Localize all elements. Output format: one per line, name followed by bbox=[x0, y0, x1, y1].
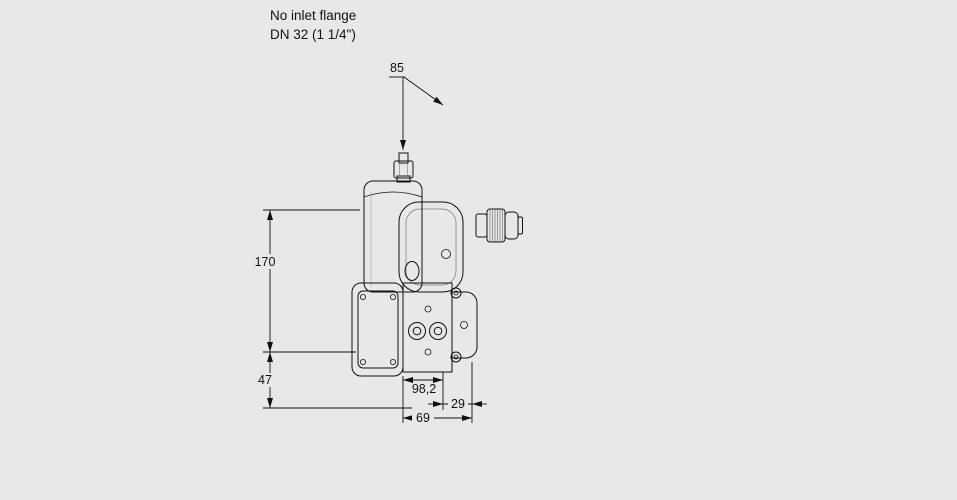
pipe-coupling bbox=[475, 208, 523, 243]
valve-body bbox=[402, 282, 453, 373]
note: No inlet flange DN 32 (1 1/4") bbox=[270, 8, 356, 42]
dimension-label-29: 29 bbox=[451, 397, 465, 411]
dimension-label-85: 85 bbox=[390, 61, 404, 75]
note-line1: No inlet flange bbox=[270, 8, 356, 23]
valve-assembly bbox=[351, 152, 523, 377]
note-line2: DN 32 (1 1/4") bbox=[270, 27, 356, 42]
outlet-flange bbox=[450, 287, 478, 363]
dim-98-2: 98,2 bbox=[403, 377, 443, 396]
solenoid-housing bbox=[398, 201, 464, 293]
dimension-label-170: 170 bbox=[255, 255, 276, 269]
actuator-cylinder bbox=[363, 180, 423, 293]
dimension-label-47: 47 bbox=[258, 373, 272, 387]
dim-69: 69 bbox=[403, 411, 472, 425]
dim-85: 85 bbox=[389, 61, 444, 150]
dim-47: 47 bbox=[252, 352, 412, 409]
dimension-label-98-2: 98,2 bbox=[412, 382, 436, 396]
dim-29: 29 bbox=[428, 397, 487, 411]
dim-170: 170 bbox=[250, 209, 360, 353]
manual-knob bbox=[393, 152, 414, 183]
inlet-flange-mesh bbox=[351, 282, 404, 377]
dimension-label-69: 69 bbox=[416, 411, 430, 425]
